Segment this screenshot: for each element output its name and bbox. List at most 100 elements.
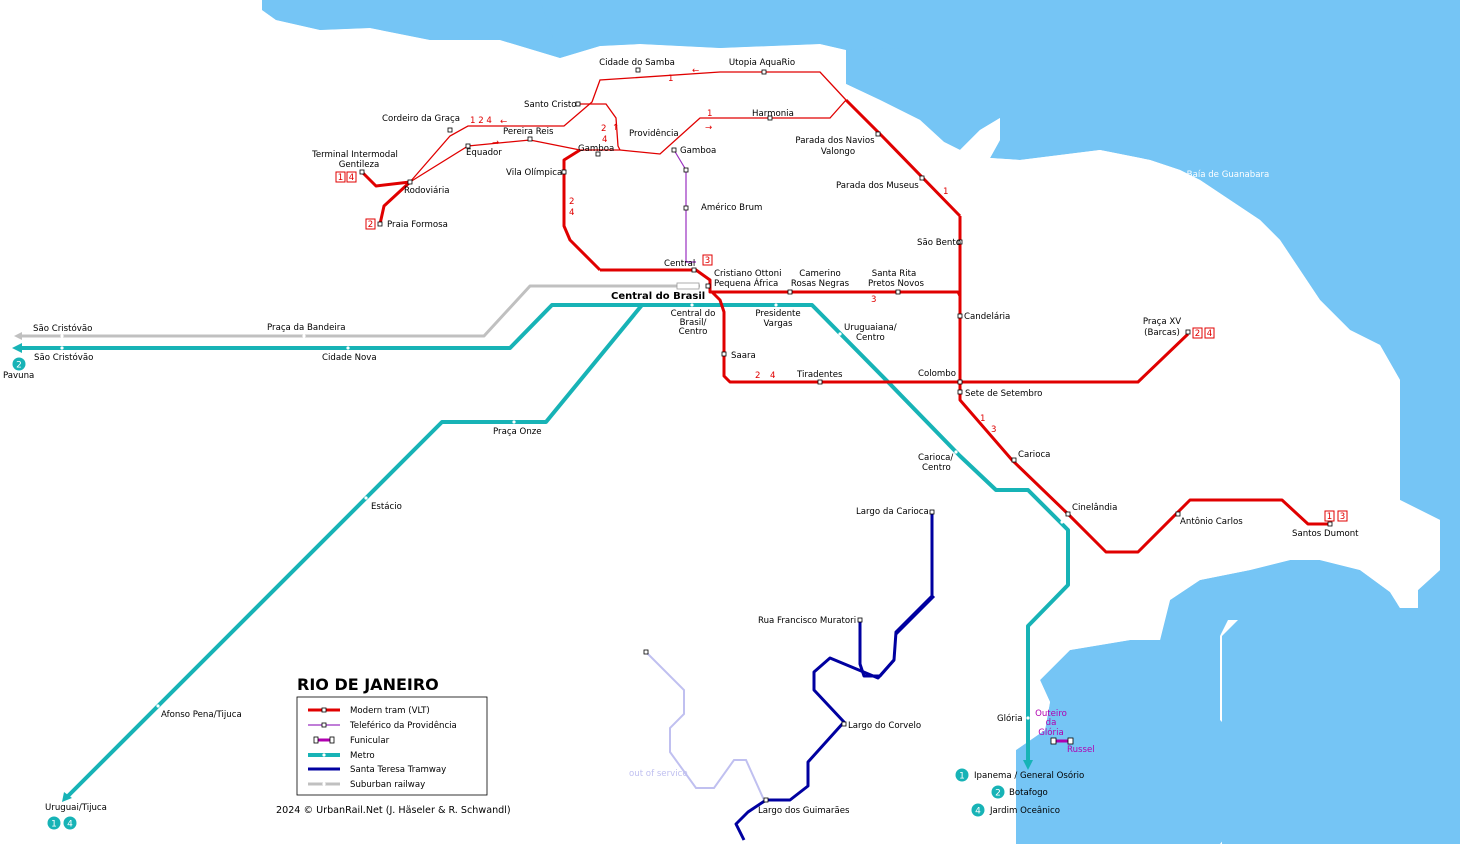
svg-text:Largo da Carioca: Largo da Carioca [856,507,929,517]
label-pequena-africa: Pequena África [714,277,778,289]
svg-text:2: 2 [755,371,760,381]
svg-text:←: ← [692,66,699,76]
santa-teresa-labels: Largo da Carioca Rua Francisco Muratori … [629,507,929,816]
svg-text:1: 1 [338,173,343,183]
svg-text:4: 4 [569,208,574,218]
label-cidade-nova: Cidade Nova [322,353,377,363]
svg-text:Largo dos Guimarães: Largo dos Guimarães [758,806,850,816]
label-pavuna: Pavuna [3,371,34,381]
label-utopia-aquario: Utopia AquaRio [729,58,795,68]
label-sao-bento: São Bento [917,238,961,248]
label-cinelandia: Cinelândia [1072,503,1117,513]
stop-sao-bento [957,239,963,245]
label-parada-museus: Parada dos Museus [836,181,919,191]
svg-text:1: 1 [51,820,57,830]
metro-labels: Central do Brasil Central do Brasil/ Cen… [3,291,1084,816]
label-parada-navios: Parada dos Navios [795,136,875,146]
svg-text:Outeiro: Outeiro [1035,709,1067,719]
svg-text:4: 4 [602,135,607,145]
svg-text:Presidente: Presidente [755,309,800,319]
svg-text:4: 4 [770,371,775,381]
stop-equador [465,143,471,149]
label-camerino: Camerino [799,269,841,279]
metro-line-circles: 2 1 4 1 2 4 [12,357,1005,830]
tram-line-boxes: 1 4 2 3 2 4 1 3 [335,171,1348,522]
label-equador: Equador [466,148,502,158]
svg-text:1: 1 [707,109,712,119]
svg-text:2: 2 [995,789,1001,799]
svg-text:3: 3 [991,425,996,435]
stop-gentileza [359,169,365,175]
label-estacio: Estácio [371,502,402,512]
stop-parada-museus [919,175,925,181]
svg-text:Centro: Centro [856,333,885,343]
tram-labels: Cidade do Samba Utopia AquaRio Santo Cri… [311,58,1359,539]
label-santo-cristo: Santo Cristo [524,100,577,110]
label-cristiano-ottoni: Cristiano Ottoni [714,269,781,279]
stop-utopia-aquario [761,69,767,75]
label-afonso-pena: Afonso Pena/Tijuca [161,710,242,720]
funicular-labels: Outeiro da Glória Russel [1035,709,1095,755]
stop-santos-dumont [1327,521,1333,527]
stop-candelaria [957,313,963,319]
label-americo-brum: Américo Brum [701,202,762,213]
svg-text:Modern tram (VLT): Modern tram (VLT) [350,706,430,716]
label-praca-da-bandeira: Praça da Bandeira [267,323,346,333]
svg-text:3: 3 [705,256,710,266]
svg-text:4: 4 [975,807,981,817]
svg-text:Centro: Centro [679,327,708,337]
stop-carioca [1011,457,1017,463]
svg-text:1: 1 [1327,512,1332,522]
label-ipanema: Ipanema / General Osório [974,770,1084,781]
svg-text:4: 4 [1207,329,1212,339]
legend: Modern tram (VLT) Teleférico da Providên… [296,696,488,796]
stop-colombo [957,379,963,385]
svg-text:2: 2 [16,361,22,371]
stop-praia-formosa [377,221,383,227]
svg-text:Metro: Metro [350,751,375,761]
svg-text:Russel: Russel [1067,745,1095,755]
label-pereira-reis: Pereira Reis [503,127,554,137]
svg-text:Teleférico da Providência: Teleférico da Providência [349,720,457,731]
stop-antonio-carlos [1175,511,1181,517]
label-santos-dumont: Santos Dumont [1292,529,1359,539]
label-colombo: Colombo [918,369,956,379]
stop-cinelandia [1065,511,1071,517]
stop-cordeiro [447,127,453,133]
santa-teresa-tramway [645,512,936,841]
label-central-do-brasil: Central do Brasil [611,291,705,302]
metro-station-markers [60,303,1064,720]
out-of-service-label: out of service [629,769,688,779]
stop-pereira-reis [527,136,533,142]
label-rosas-negras: Rosas Negras [791,279,850,289]
svg-text:Central do: Central do [671,309,716,319]
label-botafogo: Botafogo [1009,788,1048,798]
funicular-gloria [1050,737,1074,745]
label-carioca: Carioca [1018,450,1050,460]
metro-south-arrow-icon [1023,760,1033,770]
label-barcas: (Barcas) [1144,328,1180,338]
svg-text:3: 3 [871,295,876,305]
label-praca-xv: Praça XV [1143,317,1181,327]
svg-text:←: ← [500,117,507,127]
label-valongo: Valongo [821,147,855,157]
stop-central [691,267,697,273]
svg-text:4: 4 [349,173,354,183]
svg-text:2: 2 [368,220,373,230]
svg-text:Suburban railway: Suburban railway [350,780,425,790]
bay-label: Baía de Guanabara [1187,170,1270,180]
teleferico-providencia [673,149,696,263]
label-gentileza: Gentileza [339,160,380,170]
svg-text:3: 3 [1340,512,1345,522]
stop-gamboa-tram [595,151,601,157]
stop-vila-olimpica [561,169,567,175]
santa-teresa-markers [643,509,935,803]
metro-west-arrow-icon [12,343,22,353]
svg-text:da: da [1046,718,1057,728]
stop-saara [721,351,727,357]
svg-text:Vargas: Vargas [763,319,793,329]
label-cidade-do-samba: Cidade do Samba [599,58,675,68]
